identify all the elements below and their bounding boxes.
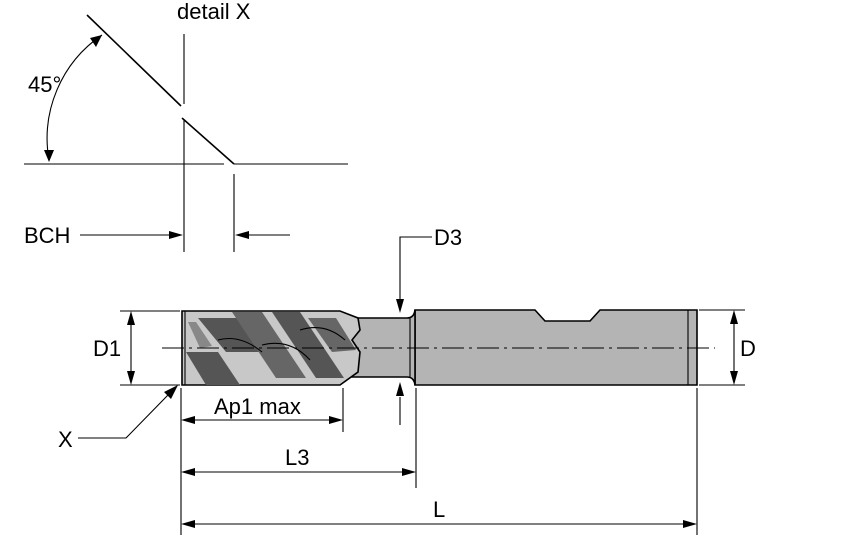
- d1-label: D1: [93, 336, 121, 361]
- angle-arc: [46, 34, 103, 161]
- flute-dark-2: [232, 312, 306, 378]
- bch-arrow-left: [169, 231, 183, 239]
- x-leader: [78, 394, 169, 439]
- flute-light-1: [188, 322, 212, 348]
- flute-curve-3: [299, 327, 346, 341]
- d-arrow-bottom: [730, 371, 738, 385]
- d1-arrow-bottom: [127, 371, 135, 385]
- flute-dark-4: [308, 318, 356, 352]
- bch-arrow-right: [235, 231, 249, 239]
- d3-arrow-bottom: [396, 382, 404, 396]
- l3-arrow-left: [181, 468, 195, 476]
- end-mill-view: D3 D1: [58, 225, 756, 535]
- d1-arrow-top: [127, 311, 135, 325]
- flute-helix-group: [184, 311, 356, 385]
- angle-arrow-top: [90, 35, 102, 47]
- ap1-arrow-left: [181, 416, 195, 424]
- flute-dark-5: [186, 352, 240, 385]
- chamfer-line-upper: [86, 14, 182, 107]
- flute-curve-1: [217, 337, 263, 353]
- detail-x-view: detail X 45° BCH: [24, 0, 348, 252]
- flute-curve-2: [261, 342, 311, 361]
- ap1-arrow-right: [329, 416, 343, 424]
- d3-label: D3: [434, 225, 462, 250]
- chamfer-line-lower: [181, 117, 235, 165]
- l-label: L: [433, 497, 445, 522]
- l-arrow-right: [683, 520, 697, 528]
- l3-arrow-right: [402, 468, 416, 476]
- x-arrow: [164, 385, 178, 399]
- ap1-max-label: Ap1 max: [214, 394, 301, 419]
- flute-dark-1: [198, 318, 262, 352]
- flute-dark-3: [272, 312, 344, 378]
- bch-label: BCH: [24, 223, 70, 248]
- d3-leader: [399, 236, 432, 300]
- x-label: X: [58, 427, 73, 452]
- d-label: D: [740, 336, 756, 361]
- l-arrow-left: [181, 520, 195, 528]
- angle-arrow-bottom: [44, 150, 54, 162]
- angle-label: 45°: [28, 72, 61, 97]
- d3-arrow-top: [396, 299, 404, 313]
- d-arrow-top: [730, 310, 738, 324]
- detail-x-title: detail X: [177, 0, 251, 24]
- l3-label: L3: [285, 445, 309, 470]
